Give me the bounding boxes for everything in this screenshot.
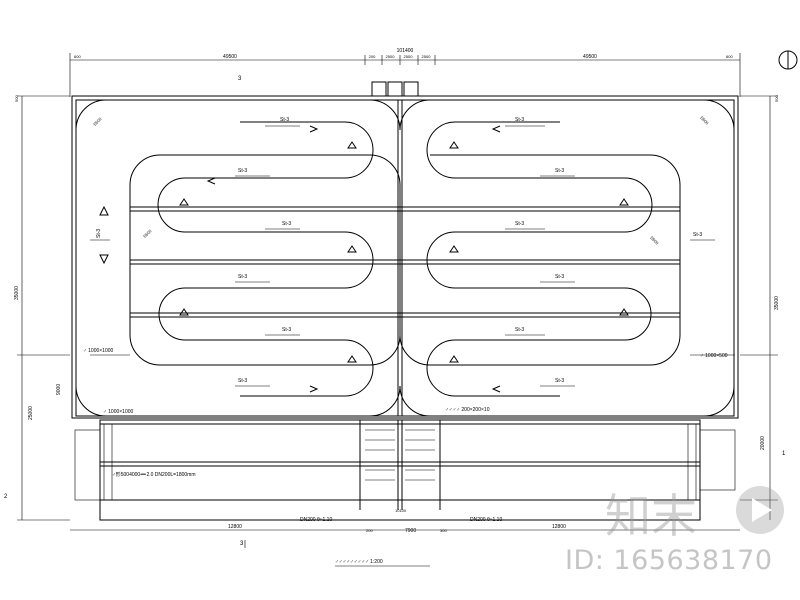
drawing-caption: ♂♂♂♂♂♂♂♂♂ 1:200	[335, 559, 383, 565]
corner-fillets	[75, 99, 735, 417]
label-st-4: St-3	[238, 274, 247, 280]
dim-right-upper: 35000	[774, 296, 780, 310]
label-st-14: St-3	[693, 232, 702, 238]
label-st-10: St-3	[555, 274, 564, 280]
dim-bottom-left: 12800	[228, 524, 242, 530]
label-st-9: St-3	[515, 221, 524, 227]
pipe-label-right: DN200 θ»1.10	[470, 517, 502, 523]
window-notes: ♂ 1000×1000 ♂ 1000×500 ♂ 1000×1000 ♂♂♂♂ …	[83, 348, 735, 415]
tank-outer-wall	[71, 95, 739, 419]
dim-left-small: 500	[14, 95, 19, 102]
right-dimension-line: 35000 20000 500 1	[740, 95, 786, 520]
label-st-6: St-3	[238, 378, 247, 384]
dim-end-left: 600	[74, 54, 81, 59]
label-st-13: St-3	[96, 229, 102, 238]
lower-channel: ♂形5004000➖2.0 DN200L=1800mm	[74, 419, 736, 521]
section-labels: St-3 St-3 St-3 St-3 St-3 St-3 St-3 St-3 …	[90, 117, 715, 387]
label-st-5: St-3	[282, 327, 291, 333]
arc-dim-2: D500	[699, 115, 710, 126]
window-left-label-2: ♂ 1000×1000	[103, 409, 134, 415]
flow-arrows	[99, 125, 501, 393]
arc-dim-4: D500	[649, 235, 660, 246]
section-mark-right: 1	[782, 451, 786, 457]
left-dimension-line: 35000 25000 9000 500 2	[4, 95, 70, 521]
dim-mid-3: 2500	[404, 54, 414, 59]
note-top-mid: ♂♂♂♂ 200×200×10	[445, 407, 490, 413]
dim-end-right: 600	[726, 54, 733, 59]
window-right-label: ♂ 1000×500	[700, 353, 728, 359]
dim-left-upper: 35000	[14, 286, 20, 300]
dim-mid-1: 200	[369, 54, 376, 59]
right-ditch	[399, 121, 681, 397]
bottom-dimension-line: 12800 7900 12800 200 300 10100 DN200 θ»1…	[70, 508, 740, 567]
dim-bottom-mid: 7900	[405, 528, 416, 534]
top-dimension-line: 101400 49500 49500 200 2500 2500 2500 60…	[69, 48, 741, 97]
dim-bottom-c3: 10100	[395, 508, 407, 513]
aerator-markers	[179, 141, 629, 363]
arc-dim-3: D500	[142, 228, 153, 239]
label-st-11: St-3	[515, 327, 524, 333]
note-left: ♂形5004000➖2.0 DN200L=1800mm	[112, 471, 196, 478]
label-st-1: St-3	[280, 117, 289, 123]
dim-total: 101400	[397, 48, 414, 54]
dim-right-lower: 20000	[760, 436, 766, 450]
arc-dimension-labels: D500 D500 D500 D500	[92, 115, 710, 246]
label-st-7: St-3	[515, 117, 524, 123]
arc-dim-1: D500	[92, 116, 103, 127]
section-mark-left: 2	[4, 494, 8, 500]
inlet-chambers	[371, 81, 419, 97]
dim-left-lower: 25000	[28, 406, 34, 420]
north-arrow-icon	[778, 50, 798, 70]
dim-bottom-right: 12800	[552, 524, 566, 530]
central-partition	[130, 100, 680, 416]
left-ditch	[129, 121, 401, 397]
section-mark-bottom: 3	[240, 541, 244, 547]
dim-bottom-c1: 200	[366, 528, 373, 533]
dim-left-span: 49500	[223, 54, 237, 60]
label-st-2: St-3	[238, 168, 247, 174]
pipe-label-left: DN200 θ»1.10	[300, 517, 332, 523]
dim-right-span: 49500	[583, 54, 597, 60]
watermark-id: ID: 165638170	[565, 545, 773, 576]
dim-bottom-c2: 300	[440, 528, 447, 533]
dim-left-mid: 9000	[56, 384, 62, 395]
section-mark-top: 3	[238, 76, 242, 82]
label-st-12: St-3	[555, 378, 564, 384]
label-st-3: St-3	[282, 221, 291, 227]
dim-right-small: 500	[774, 95, 779, 102]
dim-mid-2: 2500	[386, 54, 396, 59]
window-left-label: ♂ 1000×1000	[83, 348, 114, 354]
dim-mid-4: 2500	[422, 54, 432, 59]
label-st-8: St-3	[555, 168, 564, 174]
